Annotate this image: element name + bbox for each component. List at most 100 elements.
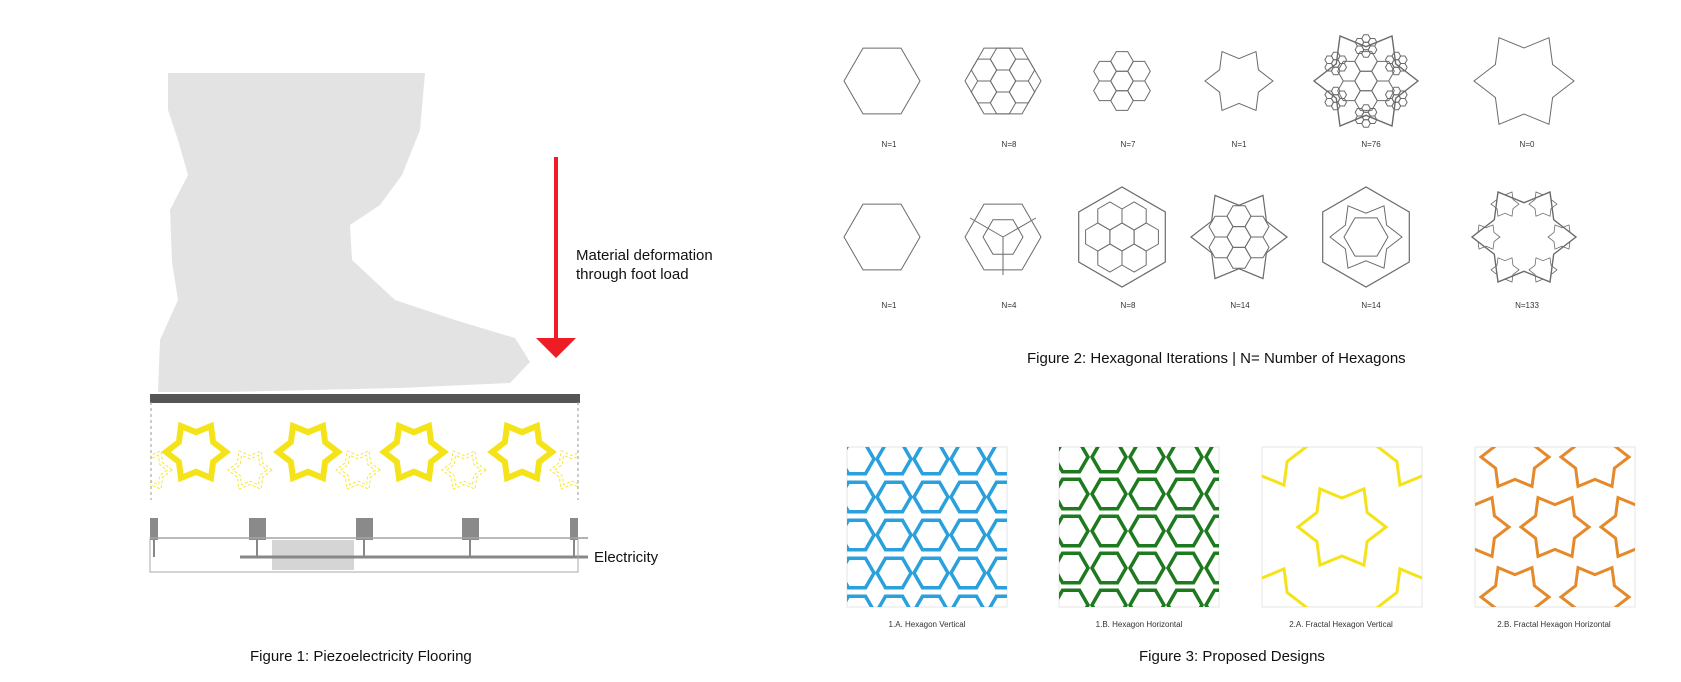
iteration-label: N=133 bbox=[1515, 301, 1539, 310]
hexagon-cell bbox=[1397, 90, 1408, 99]
hexagon-shape bbox=[1343, 217, 1389, 257]
hexagon-cell bbox=[1165, 551, 1205, 585]
iteration-label: N=0 bbox=[1519, 140, 1535, 149]
hexagon-cell bbox=[1244, 215, 1270, 238]
hexagon-cell bbox=[1059, 551, 1091, 585]
hexagon-shape bbox=[1490, 191, 1520, 217]
fractal-tile-outline bbox=[441, 450, 487, 490]
hexagon-cell bbox=[847, 447, 877, 476]
hexagon-cell bbox=[1203, 551, 1219, 585]
hexagon-cell bbox=[948, 447, 988, 476]
load-arrow-head bbox=[536, 338, 576, 358]
hexagon-shape bbox=[982, 219, 1024, 255]
hexagon-cell bbox=[1133, 222, 1159, 252]
figure2-caption: Figure 2: Hexagonal Iterations | N= Numb… bbox=[1027, 350, 1406, 367]
hexagon-cell bbox=[948, 556, 988, 590]
figure1-caption: Figure 1: Piezoelectricity Flooring bbox=[250, 648, 472, 665]
fractal-tile-outline bbox=[340, 454, 376, 486]
fractal-cell bbox=[1262, 566, 1309, 607]
iteration-label: N=8 bbox=[1001, 140, 1017, 149]
hexagon-cell bbox=[1165, 588, 1205, 607]
hexagon-cell bbox=[1059, 588, 1091, 607]
design-label: 1.A. Hexagon Vertical bbox=[888, 620, 966, 629]
hexagon-cell bbox=[847, 556, 877, 590]
iteration-label: N=1 bbox=[881, 140, 897, 149]
hexagon-cell bbox=[948, 518, 988, 552]
fractal-cell bbox=[1298, 349, 1386, 425]
fractal-cell bbox=[1478, 565, 1552, 607]
hexagon-cell bbox=[877, 594, 911, 607]
hexagon-cell bbox=[948, 480, 988, 514]
hexagon-cell bbox=[1337, 90, 1348, 99]
hexagon-cell bbox=[911, 447, 951, 476]
hexagon-shape bbox=[1190, 194, 1288, 280]
hexagon-cell bbox=[874, 556, 914, 590]
hexagon-cell bbox=[1165, 477, 1205, 511]
fractal-tile bbox=[273, 421, 343, 483]
hexagon-shape bbox=[964, 47, 1042, 115]
foot-silhouette bbox=[158, 73, 530, 392]
fractal-tile-layer bbox=[150, 421, 578, 490]
top-plate bbox=[150, 394, 580, 403]
hexagon-cell bbox=[847, 518, 877, 552]
hexagon-cell bbox=[911, 556, 951, 590]
hexagon-cell bbox=[1203, 477, 1219, 511]
iteration-label: N=7 bbox=[1120, 140, 1136, 149]
hexagon-shape bbox=[1312, 35, 1420, 127]
fractal-cell bbox=[1478, 447, 1552, 489]
hexagon-cell bbox=[1165, 514, 1205, 548]
hexagon-cell bbox=[1059, 514, 1091, 548]
hexagon-cell bbox=[1127, 588, 1167, 607]
fractal-cell bbox=[1295, 486, 1389, 568]
fractal-tile-outline bbox=[554, 454, 578, 486]
hexagon-cell bbox=[951, 594, 985, 607]
hexagon-shape bbox=[1322, 186, 1410, 288]
iteration-label: N=1 bbox=[1231, 140, 1247, 149]
iteration-label: N=8 bbox=[1120, 301, 1136, 310]
hexagon-cell bbox=[1089, 447, 1129, 474]
iteration-label: N=76 bbox=[1361, 140, 1381, 149]
load-annotation: Material deformation through foot load bbox=[576, 247, 713, 283]
hexagon-divider bbox=[969, 217, 1004, 238]
design-tile bbox=[1261, 446, 1423, 608]
hexagon-cell bbox=[874, 447, 914, 476]
design-tile bbox=[1474, 446, 1636, 608]
hexagon-shape bbox=[1078, 186, 1166, 288]
hexagon-shape bbox=[1473, 36, 1575, 126]
hexagon-cell bbox=[1203, 588, 1219, 607]
hexagon-cell bbox=[1089, 477, 1129, 511]
fractal-cell bbox=[1262, 447, 1309, 488]
iteration-label: N=4 bbox=[1001, 301, 1017, 310]
piezo-supports bbox=[150, 518, 578, 557]
hexagon-cell bbox=[1165, 447, 1205, 474]
hexagon-shape bbox=[843, 203, 921, 271]
hexagon-divider bbox=[1002, 217, 1037, 238]
hexagon-shape bbox=[1528, 191, 1558, 217]
hexagon-cell bbox=[1367, 108, 1378, 117]
iteration-label: N=14 bbox=[1230, 301, 1250, 310]
hexagon-cell bbox=[985, 447, 1007, 476]
hexagon-cell bbox=[1127, 60, 1151, 82]
figure3-caption: Figure 3: Proposed Designs bbox=[1139, 648, 1325, 665]
hexagon-shape bbox=[1528, 257, 1558, 283]
hexagon-shape bbox=[1329, 205, 1403, 269]
hexagon-cell bbox=[1127, 447, 1167, 474]
hexagon-cell bbox=[1059, 447, 1091, 474]
fractal-tile bbox=[161, 421, 231, 483]
hexagon-cell bbox=[1059, 477, 1091, 511]
hexagon-cell bbox=[1367, 38, 1378, 47]
hexagon-cell bbox=[985, 556, 1007, 590]
fractal-tile-outline bbox=[335, 450, 381, 490]
iteration-label: N=1 bbox=[881, 301, 897, 310]
hexagon-cell bbox=[1397, 55, 1408, 64]
hexagon-shape bbox=[964, 203, 1042, 271]
fractal-tile bbox=[379, 421, 449, 483]
hexagon-cell bbox=[1337, 55, 1348, 64]
fractal-tile-outline bbox=[232, 454, 268, 486]
fractal-cell bbox=[1558, 447, 1632, 489]
hexagon-cell bbox=[874, 480, 914, 514]
fractal-tile-outline bbox=[446, 454, 482, 486]
hexagon-cell bbox=[1371, 60, 1395, 82]
